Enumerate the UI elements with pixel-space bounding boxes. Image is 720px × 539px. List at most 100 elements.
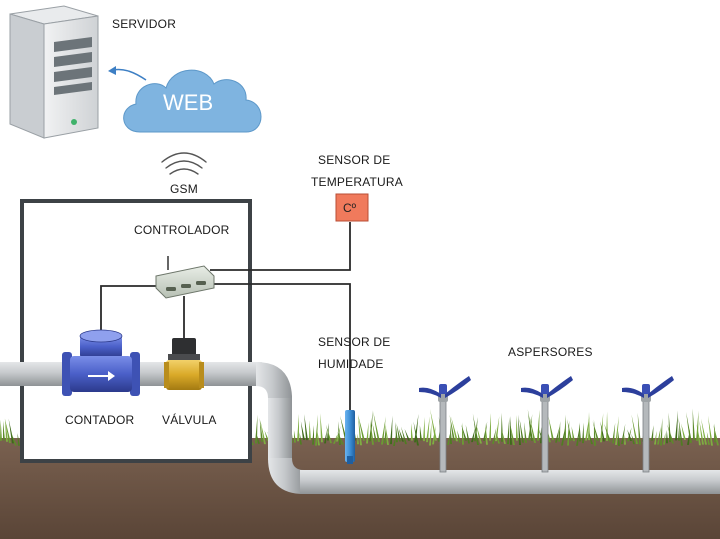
temp-sensor-label-line1: SENSOR DE	[318, 153, 390, 167]
grass-blade	[576, 424, 581, 446]
grass-blade	[373, 410, 380, 442]
sprinkler-icon	[419, 376, 471, 473]
grass-blade	[393, 434, 396, 446]
sprinklers	[419, 376, 674, 473]
grass-blade	[4, 418, 11, 443]
grass-blade	[315, 414, 318, 446]
wireless-signal-icon	[161, 152, 207, 175]
grass-blade	[564, 414, 566, 441]
grass-blade	[675, 410, 679, 441]
grass-blade	[426, 416, 430, 443]
grass-blade	[337, 431, 344, 445]
grass-blade	[384, 425, 387, 444]
wiring	[100, 222, 351, 412]
grass-blade	[579, 422, 581, 442]
grass-blade	[519, 418, 524, 443]
grass-blade	[299, 432, 302, 445]
grass-blade	[369, 410, 373, 442]
humidity-sensor-label-line1: SENSOR DE	[318, 335, 390, 349]
grass-blade	[501, 430, 506, 444]
grass-blade	[507, 417, 510, 445]
grass-blade	[372, 423, 377, 442]
temp-sensor-label-line2: TEMPERATURA	[311, 175, 403, 189]
web-label: WEB	[163, 90, 213, 115]
grass-blade	[524, 422, 527, 443]
arrowhead-icon	[108, 66, 116, 75]
grass-blade	[637, 412, 641, 445]
grass-blade	[259, 417, 263, 442]
grass-blade	[430, 409, 437, 441]
server-label: SERVIDOR	[112, 17, 176, 31]
grass-blade	[529, 415, 536, 443]
grass-blade	[485, 423, 488, 445]
grass-blade	[592, 421, 599, 441]
grass-blade	[713, 424, 719, 446]
grass-blade	[548, 416, 554, 441]
grass-blade	[667, 424, 674, 444]
grass-blade	[411, 423, 413, 441]
grass-blade	[256, 433, 260, 444]
humidity-probe-icon	[345, 410, 355, 464]
cloud-icon: WEB	[123, 69, 262, 133]
grass-blade	[423, 417, 425, 442]
grass-blade	[404, 429, 410, 441]
grass-blade	[325, 424, 332, 444]
grass-blade	[604, 423, 611, 442]
grass-blade	[701, 418, 707, 445]
grass-blade	[366, 422, 369, 444]
grass-blade	[537, 409, 540, 441]
grass-blade	[681, 423, 686, 441]
grass-blade	[588, 431, 593, 445]
grass-blade	[395, 421, 398, 443]
grass-blade	[357, 433, 359, 445]
grass-blade	[398, 428, 404, 442]
grass-blade	[495, 416, 500, 442]
server-tower-icon	[9, 5, 99, 139]
water-meter-icon	[62, 329, 140, 396]
grass-blade	[358, 415, 365, 441]
grass-blade	[297, 414, 299, 442]
grass-blade	[706, 431, 710, 445]
grass-blade	[264, 430, 269, 441]
grass-blade	[621, 423, 626, 444]
sprinklers-label: ASPERSORES	[508, 345, 593, 359]
grass-blade	[309, 420, 311, 441]
grass-blade	[624, 434, 626, 445]
grass-blade	[555, 426, 560, 443]
temp-symbol: Cº	[343, 201, 357, 215]
solenoid-valve-icon	[164, 338, 204, 390]
grass-blade	[316, 428, 320, 446]
grass-blade	[414, 413, 419, 443]
grass-blade	[516, 415, 518, 441]
grass-blade	[369, 419, 374, 445]
grass-blade	[465, 424, 470, 444]
grass-blade	[0, 419, 2, 441]
grass-blade	[496, 432, 500, 444]
grass-blade	[300, 421, 305, 441]
grass-blade	[612, 422, 616, 444]
grass-blade	[600, 421, 605, 442]
grass-blade	[663, 432, 666, 445]
grass-blade	[627, 429, 632, 441]
grass-blade	[451, 416, 458, 442]
grass-blade	[654, 430, 657, 445]
meter-label: CONTADOR	[65, 413, 135, 427]
grass-blade	[678, 427, 680, 441]
grass-blade	[324, 429, 327, 444]
grass-blade	[696, 424, 701, 446]
grass-blade	[585, 416, 590, 441]
grass-blade	[588, 411, 590, 441]
grass-blade	[651, 425, 654, 441]
grass-blade	[432, 425, 436, 445]
grass-blade	[489, 413, 491, 441]
grass-blade	[593, 419, 596, 446]
grass-blade	[567, 419, 572, 441]
grass-blade	[461, 424, 467, 441]
grass-blade	[686, 411, 692, 443]
grass-blade	[17, 433, 20, 446]
controller-enclosure	[20, 199, 252, 463]
grass-blade	[518, 414, 521, 445]
grass-blade	[699, 420, 704, 445]
gsm-label: GSM	[170, 182, 198, 196]
